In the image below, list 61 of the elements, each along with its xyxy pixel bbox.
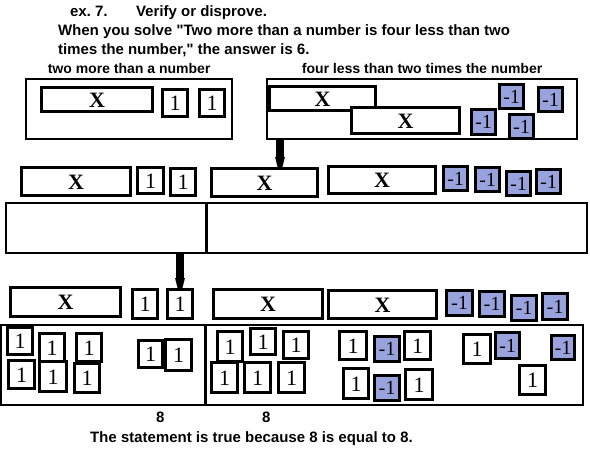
total-value: 8 bbox=[156, 408, 164, 427]
unit-tile: 1 bbox=[403, 330, 432, 361]
unit-tile: 1 bbox=[210, 361, 239, 394]
variable-tile: X bbox=[9, 286, 122, 318]
negative-unit-tile: -1 bbox=[442, 165, 469, 192]
unit-tile: 1 bbox=[38, 360, 68, 393]
variable-tile: X bbox=[268, 85, 377, 112]
unit-tile: 1 bbox=[404, 368, 434, 401]
negative-unit-tile: -1 bbox=[478, 290, 506, 318]
negative-unit-tile: -1 bbox=[505, 170, 532, 197]
unit-tile: 1 bbox=[216, 330, 244, 363]
problem-statement: When you solve "Two more than a number is four less than two times the number," the answer is 6. bbox=[58, 21, 511, 59]
unit-tile: 1 bbox=[282, 330, 310, 360]
unit-tile: 1 bbox=[166, 288, 194, 320]
unit-tile: 1 bbox=[75, 332, 103, 363]
variable-tile: X bbox=[350, 106, 461, 135]
variable-tile: X bbox=[212, 288, 324, 320]
variable-tile: X bbox=[40, 86, 154, 113]
unit-tile: 1 bbox=[243, 361, 272, 394]
unit-tile: 1 bbox=[518, 364, 547, 396]
unit-tile: 1 bbox=[198, 88, 226, 118]
mat-box bbox=[5, 202, 207, 254]
negative-unit-tile: -1 bbox=[508, 113, 535, 140]
negative-unit-tile: -1 bbox=[373, 374, 401, 402]
unit-tile: 1 bbox=[131, 288, 159, 320]
variable-tile: X bbox=[20, 166, 132, 197]
unit-tile: 1 bbox=[38, 332, 66, 363]
exercise-number: ex. 7. bbox=[70, 2, 108, 21]
variable-tile: X bbox=[327, 165, 437, 195]
variable-tile: X bbox=[327, 289, 438, 320]
unit-tile: 1 bbox=[137, 339, 164, 369]
unit-tile: 1 bbox=[6, 326, 34, 356]
negative-unit-tile: -1 bbox=[470, 108, 497, 136]
negative-unit-tile: -1 bbox=[474, 166, 501, 193]
conclusion-text: The statement is true because 8 is equal to 8. bbox=[90, 428, 413, 447]
negative-unit-tile: -1 bbox=[445, 289, 474, 317]
unit-tile: 1 bbox=[164, 338, 193, 372]
negative-unit-tile: -1 bbox=[541, 292, 569, 321]
mat-box bbox=[206, 202, 588, 254]
unit-tile: 1 bbox=[249, 327, 277, 356]
unit-tile: 1 bbox=[7, 359, 36, 390]
unit-tile: 1 bbox=[342, 367, 370, 400]
unit-tile: 1 bbox=[136, 166, 165, 195]
negative-unit-tile: -1 bbox=[537, 86, 564, 113]
unit-tile: 1 bbox=[462, 333, 492, 365]
negative-unit-tile: -1 bbox=[550, 334, 576, 361]
variable-tile: X bbox=[210, 167, 319, 198]
mat-heading: four less than two times the number bbox=[300, 60, 544, 76]
unit-tile: 1 bbox=[169, 167, 197, 197]
negative-unit-tile: -1 bbox=[510, 294, 538, 322]
unit-tile: 1 bbox=[338, 330, 368, 361]
negative-unit-tile: -1 bbox=[494, 331, 521, 360]
total-value: 8 bbox=[262, 408, 270, 427]
mat-heading: two more than a number bbox=[46, 60, 212, 76]
negative-unit-tile: -1 bbox=[535, 168, 562, 195]
negative-unit-tile: -1 bbox=[498, 83, 525, 110]
negative-unit-tile: -1 bbox=[373, 335, 401, 363]
unit-tile: 1 bbox=[161, 88, 189, 118]
unit-tile: 1 bbox=[73, 362, 101, 394]
instruction-text: Verify or disprove. bbox=[136, 2, 267, 21]
unit-tile: 1 bbox=[277, 361, 306, 394]
